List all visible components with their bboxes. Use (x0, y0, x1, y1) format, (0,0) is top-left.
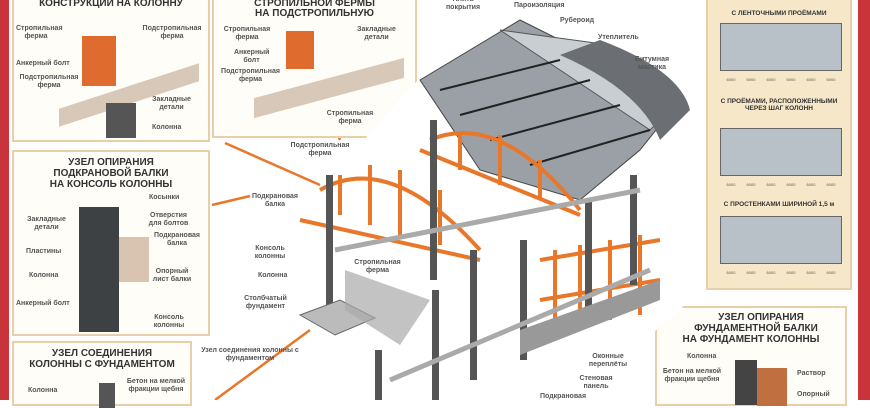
beam-block (757, 368, 787, 406)
crane-beam-block (119, 237, 149, 282)
orange-truss-block (286, 31, 314, 69)
label-crane: Подкрановая (540, 393, 587, 400)
dimension: 6000 (826, 270, 836, 275)
wall-ribbon-openings: 6000 6000 6000 6000 6000 6000 (720, 23, 842, 82)
label: Бетон на мелкой фракции щебня (662, 368, 722, 384)
dimension: 6000 (766, 77, 776, 82)
dimension: 6000 (766, 182, 776, 187)
panel-foundation-beam-support: УЗЕЛ ОПИРАНИЯ ФУНДАМЕНТНОЙ БАЛКИ НА ФУНД… (655, 306, 847, 406)
panel-title: КОНСТРУКЦИИ НА КОЛОННУ (39, 0, 183, 9)
label: Анкерный болт (16, 300, 70, 307)
panel-title: УЗЕЛ ОПИРАНИЯ (68, 157, 154, 168)
label: Колонна (687, 353, 717, 360)
label: Анкерный болт (234, 49, 270, 65)
wall-piers: 6000 6000 6000 6000 6000 6000 (720, 216, 842, 275)
label-roofing-felt: Рубероид (560, 17, 595, 24)
wall-openings-per-step: 6000 6000 6000 6000 6000 6000 (720, 128, 842, 187)
label: Опорный (797, 391, 830, 398)
panel-title: СТРОПИЛЬНОЙ ФЕРМЫ (254, 0, 375, 9)
right-frame-bar (858, 0, 870, 400)
column-block (735, 360, 757, 405)
panel-title: НА КОНСОЛЬ КОЛОННЫ (49, 179, 173, 190)
panel-crane-beam-support: УЗЕЛ ОПИРАНИЯ ПОДКРАНОВОЙ БАЛКИ НА КОНСО… (12, 150, 210, 336)
dimension: 6000 (726, 270, 736, 275)
label: Отверстия для болтов (148, 212, 189, 228)
label: Опорный лист балки (152, 268, 192, 284)
panel-truss-on-subtruss: СТРОПИЛЬНОЙ ФЕРМЫ НА ПОДСТРОПИЛЬНУЮ Стро… (212, 0, 417, 138)
label: Подстропильная ферма (19, 74, 79, 90)
label: Стропильная ферма (16, 25, 63, 41)
panel-title: КОЛОННЫ С ФУНДАМЕНТОМ (29, 359, 175, 370)
dimension: 6000 (786, 182, 796, 187)
panel-column-foundation: УЗЕЛ СОЕДИНЕНИЯ КОЛОННЫ С ФУНДАМЕНТОМ Ко… (12, 341, 192, 408)
columns (326, 120, 637, 400)
label: Стропильная ферма (223, 26, 271, 42)
dimension: 6000 (726, 77, 736, 82)
ground-slab (345, 270, 430, 345)
label: Бетон на мелкой фракции щебня (126, 378, 186, 394)
panel-title: НА ФУНДАМЕНТ КОЛОННЫ (682, 334, 820, 345)
label: Пластины (26, 248, 62, 255)
label: Подкрановая балка (153, 232, 201, 248)
dimension: 6000 (746, 182, 756, 187)
label-column: Колонна (258, 272, 288, 279)
label-sub-truss: Подстропильная ферма (290, 142, 350, 158)
dimension: 6000 (806, 182, 816, 187)
dimension: 6000 (746, 270, 756, 275)
label: Подстропильная ферма (142, 25, 202, 41)
label-roof-slab: Плита покрытия (445, 0, 481, 12)
label: Колонна (28, 387, 58, 394)
left-frame-bar (0, 0, 9, 400)
panel-title: УЗЕЛ СОЕДИНЕНИЯ (51, 348, 153, 359)
dimension: 6000 (806, 77, 816, 82)
label-insulation: Утеплитель (598, 34, 639, 41)
column-block (99, 383, 115, 408)
label-rafter-truss: Стропильная ферма (326, 110, 374, 126)
label: Подстропильная ферма (221, 68, 280, 84)
label-bitumen: Битумная мастика (634, 56, 670, 72)
label: Раствор (797, 370, 826, 377)
section-title: С ЛЕНТОЧНЫМИ ПРОЁМАМИ (731, 10, 827, 17)
label-vapor-barrier: Пароизоляция (514, 2, 565, 9)
dimension: 6000 (826, 182, 836, 187)
label: Колонна (152, 124, 182, 131)
label-crane-beam: Подкрановая балка (251, 193, 299, 209)
label-wall-panel: Стеновая панель (579, 375, 613, 391)
label-rafter-truss-2: Стропильная ферма (354, 259, 401, 275)
column-block (79, 207, 119, 332)
label: Колонна (29, 272, 59, 279)
dimension: 6000 (826, 77, 836, 82)
panel-subtitle: НА ПОДСТРОПИЛЬНУЮ (255, 8, 374, 19)
label: Закладные детали (152, 96, 191, 112)
label-joint: Узел соединения колонны с фундаментом (201, 347, 299, 363)
dimension: 6000 (766, 270, 776, 275)
label: Закладные детали (357, 26, 396, 42)
column-block (106, 103, 136, 138)
panel-truss-on-column: КОНСТРУКЦИИ НА КОЛОННУ Стропильная ферма… (12, 0, 210, 142)
panel-title: ПОДКРАНОВОЙ БАЛКИ (53, 168, 169, 179)
label-column-console: Консоль колонны (254, 245, 286, 261)
dimension: 6000 (786, 270, 796, 275)
section-title: С ПРОЁМАМИ, РАСПОЛОЖЕННЫМИ ЧЕРЕЗ ШАГ КОЛ… (720, 98, 838, 112)
panel-title: ФУНДАМЕНТНОЙ БАЛКИ (694, 323, 818, 334)
dimension: 6000 (786, 77, 796, 82)
roof (419, 19, 690, 201)
panel-title: УЗЕЛ ОПИРАНИЯ (718, 312, 804, 323)
orange-truss-block (82, 36, 116, 86)
label-column-foundation: Столбчатый фундамент (244, 295, 287, 311)
label: Консоль колонны (153, 314, 185, 330)
dimension: 6000 (726, 182, 736, 187)
label: Закладные детали (27, 216, 66, 232)
dimension: 6000 (806, 270, 816, 275)
wall-panels (520, 280, 660, 355)
label: Анкерный болт (16, 60, 70, 67)
dimension: 6000 (746, 77, 756, 82)
label-window-frames: Оконные переплёты (588, 353, 628, 369)
crane-beams (334, 187, 651, 383)
label: Косынки (149, 194, 180, 201)
section-title: С ПРОСТЕНКАМИ ШИРИНОЙ 1,5 м (723, 201, 835, 208)
